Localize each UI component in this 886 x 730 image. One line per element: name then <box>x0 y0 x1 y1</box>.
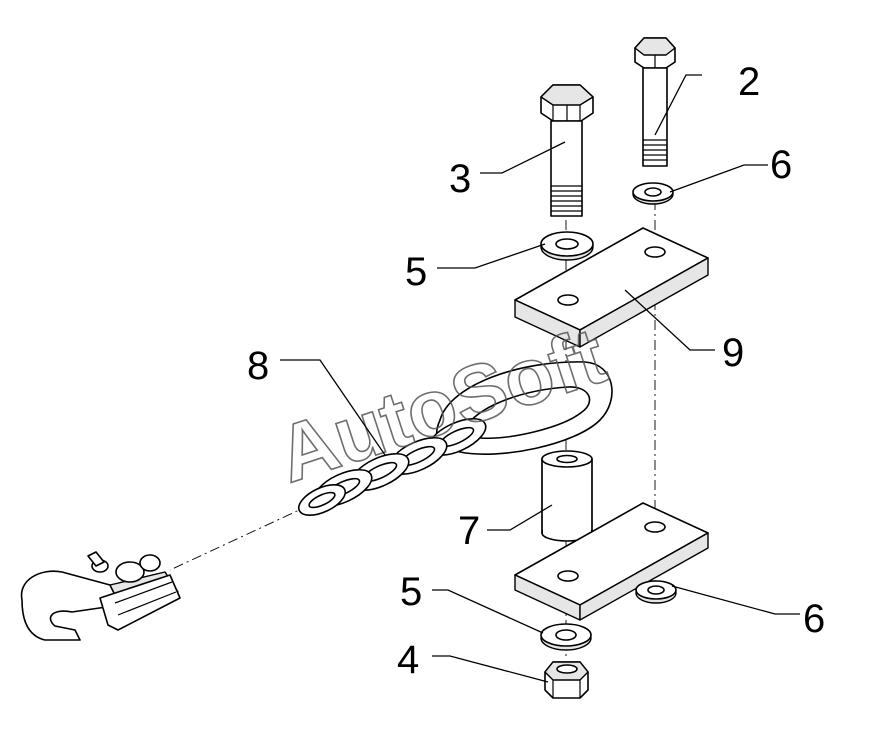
callout-5-top: 5 <box>405 250 427 294</box>
tow-hook-icon <box>20 551 181 641</box>
callout-4: 4 <box>397 638 419 682</box>
mounting-plate-top-icon <box>514 227 709 348</box>
washer-icon <box>635 580 677 604</box>
spacer-sleeve-icon <box>541 450 593 542</box>
bolt-thread-lines <box>643 139 667 161</box>
callout-8: 8 <box>247 344 269 388</box>
hex-bolt-small-icon <box>634 37 676 167</box>
leader-lines <box>280 74 800 683</box>
callout-3: 3 <box>449 157 471 201</box>
callout-labels: 2 3 6 5 9 8 7 5 6 4 <box>247 60 825 682</box>
callout-6-bottom: 6 <box>803 597 825 641</box>
callout-7: 7 <box>458 509 480 553</box>
callout-6-top: 6 <box>770 143 792 187</box>
hex-bolt-large-icon <box>540 84 594 217</box>
callout-2: 2 <box>738 60 760 104</box>
bolt-thread-lines <box>551 185 582 212</box>
washer-icon <box>540 623 592 651</box>
washer-icon <box>632 182 674 205</box>
washer-icon <box>540 231 594 261</box>
chain-icon <box>297 361 613 516</box>
mounting-plate-bottom-icon <box>514 502 709 621</box>
callout-9: 9 <box>722 331 744 375</box>
callout-5-bottom: 5 <box>400 570 422 614</box>
hex-nut-icon <box>544 661 589 699</box>
